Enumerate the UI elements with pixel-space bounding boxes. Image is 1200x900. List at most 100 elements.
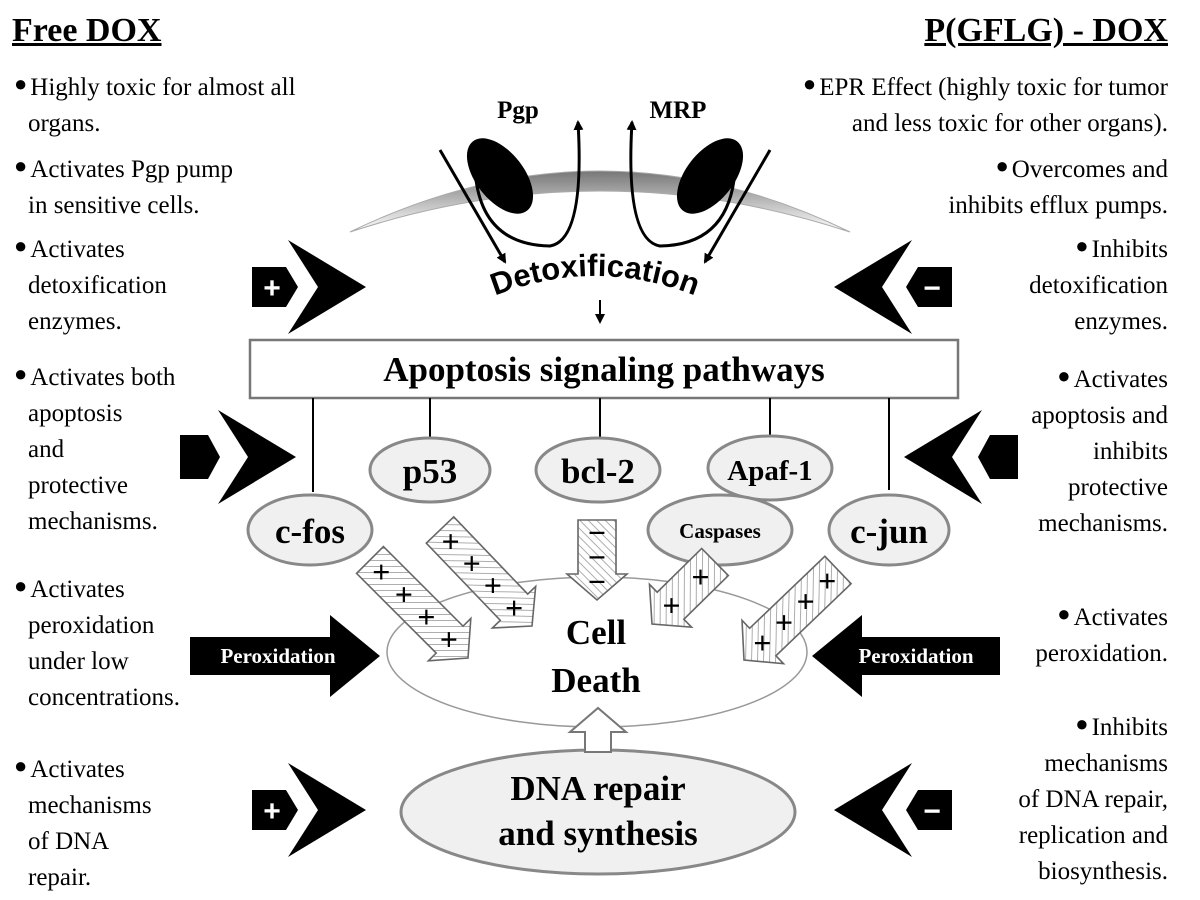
pgp-efflux-arrows — [438, 120, 584, 264]
polymer-dox-bullet-line: Activates — [1073, 366, 1168, 393]
pgp-label: Pgp — [497, 97, 539, 124]
free-dox-detox-chevron — [288, 240, 366, 334]
free-dox-bullet-first-line: ●Activates Pgp pump — [14, 152, 233, 188]
free-dox-bullet-line: Activates both — [30, 364, 176, 391]
dox-action-arrows: + − + − — [180, 240, 1018, 857]
effect-sign: + — [662, 587, 680, 623]
effect-sign: + — [753, 624, 771, 660]
free-dox-bullet-line: under low — [28, 648, 129, 675]
node-apaf1-label: Apaf-1 — [727, 455, 812, 487]
polymer-dox-apoptosis-block — [978, 435, 1018, 479]
mrp-label: MRP — [650, 97, 707, 124]
effect-sign: + — [818, 562, 836, 598]
polymer-dox-bullet-line: detoxification — [1029, 272, 1168, 299]
polymer-dox-detox-minus-badge — [906, 267, 952, 307]
free-dox-bullet-line: apoptosis — [28, 400, 123, 427]
apoptosis-pathways-label: Apoptosis signaling pathways — [383, 350, 825, 389]
node-cjun — [827, 493, 951, 567]
free-dox-bullet: ●Activates both apoptosis and protective mec… — [14, 360, 175, 540]
free-dox-bullet-first-line: ●Highly toxic for almost all — [14, 70, 296, 106]
polymer-dox-bullet-first-line: ●Activates — [1035, 600, 1168, 636]
effect-sign: + — [440, 621, 458, 657]
mrp-efflux-arrows — [626, 120, 772, 264]
node-cjun-label: c-jun — [850, 512, 928, 551]
polymer-dox-bullet-first-line: ●Inhibits — [1018, 710, 1168, 746]
node-p53 — [368, 436, 492, 504]
effect-sign: + — [484, 567, 502, 603]
bullet-dot-icon: ● — [14, 71, 28, 96]
polymer-dox-title: P(GFLG) - DOX — [924, 12, 1168, 49]
bullet-dot-icon: ● — [1075, 711, 1089, 736]
polymer-dox-bullet-line: Overcomes and — [1011, 156, 1168, 183]
polymer-dox-dna-minus-badge — [906, 790, 952, 830]
free-dox-bullet-first-line: ●Activates — [14, 232, 167, 268]
bullet-dot-icon: ● — [14, 361, 28, 386]
polymer-dox-bullet: ●EPR Effect (highly toxic for tumor and l… — [803, 70, 1168, 142]
free-dox-bullet-line: of DNA — [28, 828, 110, 855]
detoxification-label: Detoxification — [486, 248, 705, 302]
free-dox-bullet-line: protective — [28, 472, 128, 499]
effect-sign: + — [395, 576, 413, 612]
polymer-dox-bullet-line: Inhibits — [1091, 236, 1168, 263]
effect-sign: − — [588, 514, 606, 550]
polymer-dox-bullet-line: and less toxic for other organs). — [851, 110, 1168, 137]
node-p53-label: p53 — [403, 452, 457, 491]
effect-sign: + — [691, 558, 709, 594]
cell-death-label-line2: Death — [551, 661, 640, 700]
polymer-dox-bullet-line: EPR Effect (highly toxic for tumor — [819, 74, 1168, 101]
effect-sign: + — [775, 604, 793, 640]
cfos-promotes-death-arrow — [355, 545, 472, 662]
effect-sign: + — [417, 598, 435, 634]
node-apaf1 — [706, 434, 834, 502]
polymer-dox-bullet-first-line: ●Activates — [1031, 362, 1168, 398]
polymer-dox-bullet-first-line: ●Overcomes and — [948, 152, 1169, 188]
free-dox-bullet-first-line: ●Activates both — [14, 360, 175, 396]
bullet-dot-icon: ● — [1057, 601, 1071, 626]
free-dox-bullet-line: and — [28, 436, 65, 463]
bullet-dot-icon: ● — [1057, 363, 1071, 388]
dna-repair-label-line2: and synthesis — [498, 814, 697, 853]
polymer-dox-dna-minus-badge-sign: − — [923, 795, 941, 828]
p53-promotes-death-arrow — [425, 515, 537, 629]
polymer-dox-apoptosis-chevron — [904, 410, 982, 504]
free-dox-dna-chevron — [288, 763, 366, 857]
polymer-dox-bullet-line: apoptosis and — [1031, 402, 1168, 429]
free-dox-bullet-line: concentrations. — [28, 684, 181, 711]
node-cfos — [246, 493, 374, 567]
node-bcl2-label: bcl-2 — [561, 452, 635, 491]
mrp-pump-icon — [676, 138, 744, 214]
cjun-promotes-death-arrow — [741, 555, 853, 665]
bullet-dot-icon: ● — [14, 573, 28, 598]
polymer-dox-detox-chevron — [834, 240, 912, 334]
free-dox-bullet-line: peroxidation — [28, 612, 155, 639]
polymer-dox-bullet-line: inhibits — [1092, 438, 1168, 465]
free-dox-bullet-first-line: ●Activates — [14, 572, 180, 608]
free-dox-apoptosis-block — [180, 435, 220, 479]
dna-repair-label-line1: DNA repair — [510, 769, 685, 808]
free-dox-peroxidation-arrow — [190, 615, 380, 697]
polymer-dox-bullet-line: mechanisms — [1044, 750, 1168, 777]
peroxidation-right-label: Peroxidation — [858, 644, 973, 668]
effect-sign: − — [588, 563, 606, 599]
peroxidation-left-label: Peroxidation — [220, 644, 335, 668]
bullet-dot-icon: ● — [14, 153, 28, 178]
free-dox-bullet-line: Activates Pgp pump — [30, 156, 234, 183]
free-dox-bullet: ●Highly toxic for almost all organs. — [14, 70, 296, 142]
free-dox-bullet-line: mechanisms — [28, 792, 152, 819]
free-dox-bullet-line: mechanisms. — [28, 508, 158, 535]
bullet-dot-icon: ● — [1075, 233, 1089, 258]
free-dox-bullet-line: detoxification — [28, 272, 167, 299]
effect-sign: + — [505, 589, 523, 625]
free-dox-bullet-line: organs. — [28, 110, 101, 137]
bullet-dot-icon: ● — [802, 71, 817, 96]
free-dox-bullet-line: Activates — [30, 236, 125, 263]
polymer-dox-bullet-line: replication and — [1018, 822, 1168, 849]
bullet-dot-icon: ● — [14, 233, 28, 258]
